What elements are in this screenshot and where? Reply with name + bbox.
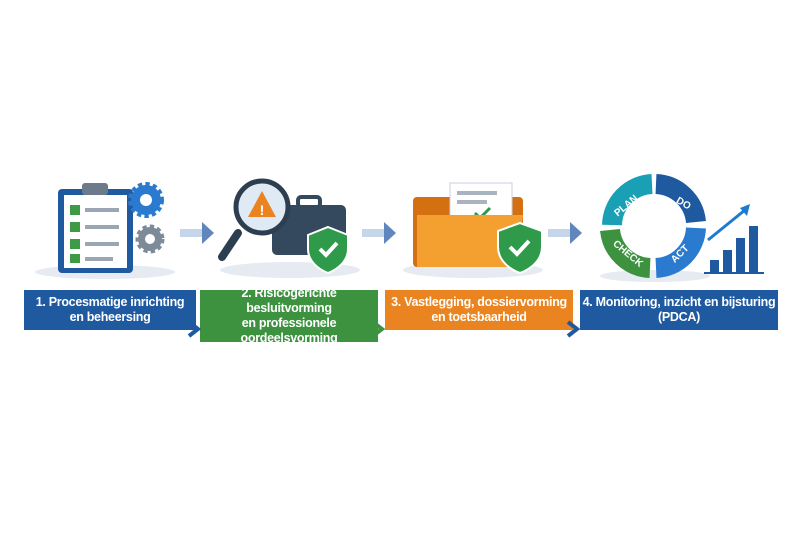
chevron-right-icon	[187, 320, 202, 338]
step-4-subtitle: (PDCA)	[658, 310, 700, 324]
step-2-title: 2. Risicogerichte besluitvorming	[241, 286, 337, 315]
step-1-box: 1. Procesmatige inrichting en beheersing	[24, 290, 196, 330]
step-2-subtitle: en professionele	[241, 316, 337, 330]
flow-arrow-icon	[362, 222, 396, 244]
magnifier-warning-icon: !	[218, 178, 360, 278]
step-4-box: 4. Monitoring, inzicht en bijsturing (PD…	[580, 290, 778, 330]
step-1-subtitle: en beheersing	[69, 310, 151, 324]
step-2-subtitle-2: oordeelsvorming	[240, 331, 338, 345]
flow-arrow-icon	[548, 222, 582, 244]
step-2-box: 2. Risicogerichte besluitvorming en prof…	[200, 286, 378, 345]
folder-document-icon	[403, 182, 543, 278]
chevron-right-icon	[566, 320, 581, 338]
flow-arrow-icon	[180, 222, 214, 244]
svg-text:!: !	[260, 202, 265, 218]
chevron-right-icon	[371, 320, 386, 338]
bar-chart-icon	[704, 226, 764, 274]
step-4-title: 4. Monitoring, inzicht en bijsturing	[582, 295, 776, 309]
pdca-cycle-icon: PLAN DO ACT CHECK	[600, 174, 764, 282]
step-3-title: 3. Vastlegging, dossiervorming	[391, 295, 567, 309]
step-1-title: 1. Procesmatige inrichting	[35, 295, 185, 309]
trend-arrow-icon	[707, 208, 746, 242]
step-3-subtitle: en toetsbaarheid	[431, 310, 527, 324]
clipboard-checklist-icon	[35, 182, 175, 279]
step-3-box: 3. Vastlegging, dossiervorming en toetsb…	[385, 290, 573, 330]
